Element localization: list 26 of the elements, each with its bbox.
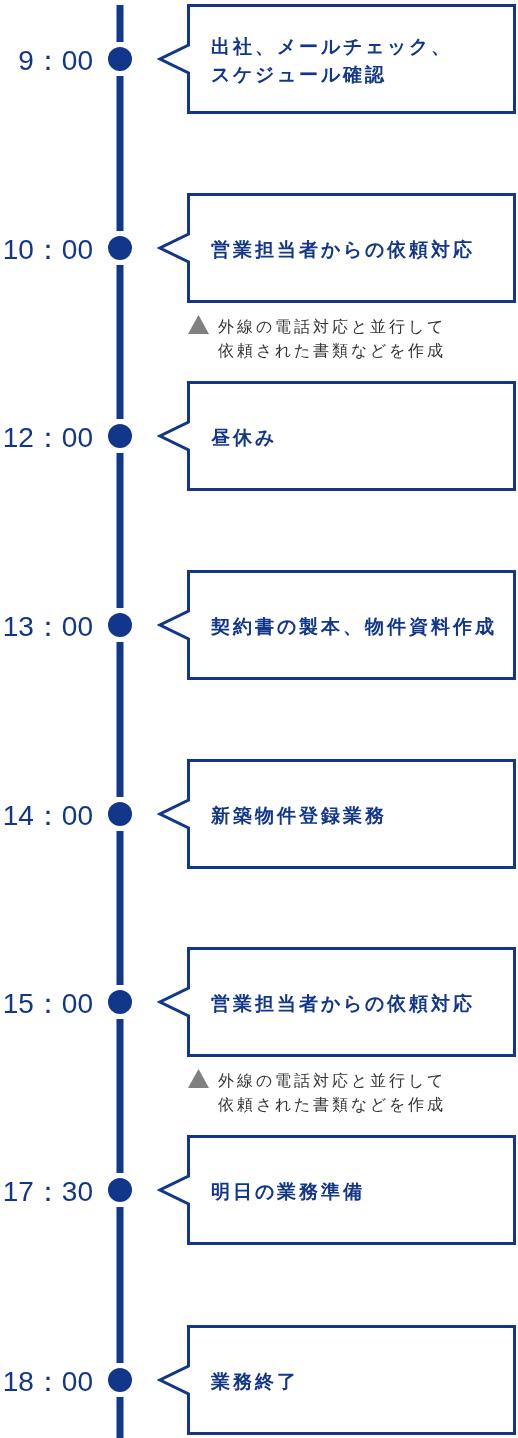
speech-bubble bbox=[157, 193, 517, 303]
time-label: 18：00 bbox=[2, 1366, 93, 1398]
time-label: 9：00 bbox=[18, 45, 93, 77]
speech-bubble bbox=[157, 1325, 517, 1435]
time-label: 17：30 bbox=[2, 1176, 93, 1208]
task-text: 営業担当者からの依頼対応 bbox=[211, 237, 476, 262]
time-label: 15：00 bbox=[2, 988, 93, 1020]
time-label: 14：00 bbox=[2, 800, 93, 832]
note-text: 外線の電話対応と並行して依頼された書類などを作成 bbox=[218, 316, 447, 362]
speech-bubble bbox=[157, 759, 517, 869]
time-label: 13：00 bbox=[2, 611, 93, 643]
time-label: 12：00 bbox=[2, 422, 93, 454]
speech-bubble bbox=[157, 570, 517, 680]
speech-bubble bbox=[157, 4, 517, 114]
task-text: 明日の業務準備 bbox=[211, 1179, 366, 1204]
speech-bubble bbox=[157, 947, 517, 1057]
task-text: 業務終了 bbox=[211, 1369, 300, 1394]
note-text: 外線の電話対応と並行して依頼された書類などを作成 bbox=[218, 1070, 447, 1116]
task-text: 昼休み bbox=[211, 425, 278, 450]
task-text: 営業担当者からの依頼対応 bbox=[211, 991, 476, 1016]
task-text: 新築物件登録業務 bbox=[211, 803, 388, 828]
speech-bubble bbox=[157, 1135, 517, 1245]
time-label: 10：00 bbox=[2, 234, 93, 266]
speech-bubble bbox=[157, 381, 517, 491]
task-text: 出社、メールチェック、スケジュール確認 bbox=[211, 34, 454, 87]
task-text: 契約書の製本、物件資料作成 bbox=[211, 614, 498, 639]
